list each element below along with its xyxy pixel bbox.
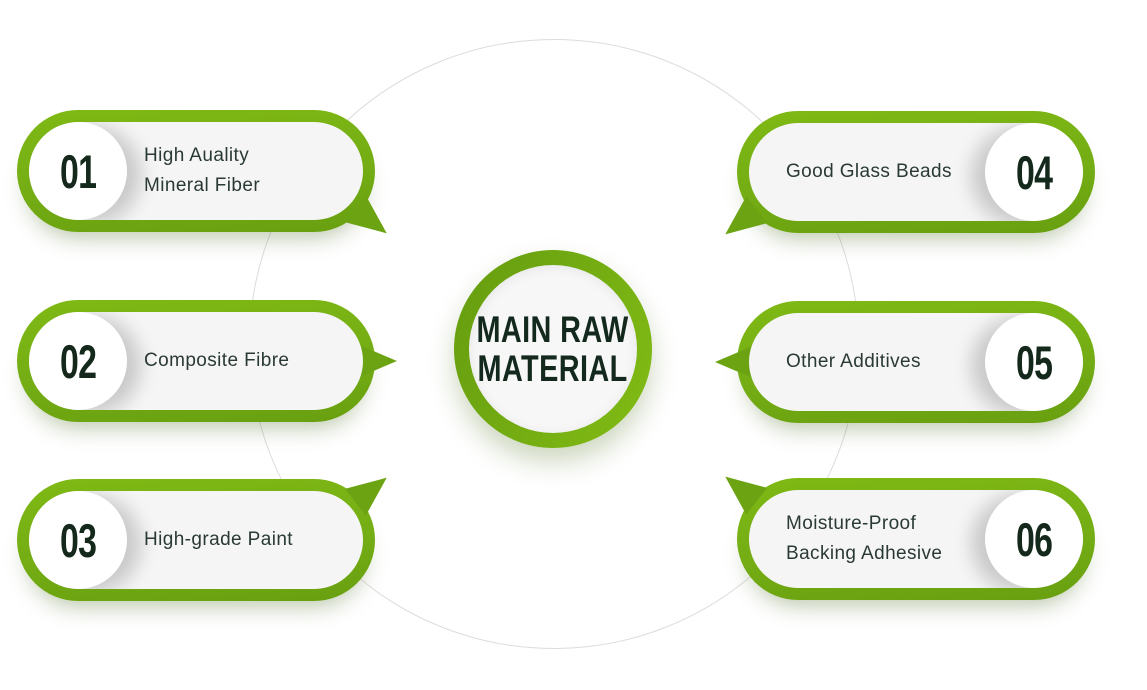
center-badge: MAIN RAW MATERIAL [454,250,652,448]
number-label: 05 [1015,335,1053,389]
material-pill-02: 02 Composite Fibre [17,300,397,422]
material-pill-05: 05 Other Additives [715,301,1095,423]
title-line-1: MAIN RAW [476,309,630,350]
label-line-1: High Auality [144,145,250,166]
label-line-1: High-grade Paint [144,529,293,550]
pill-body: 04 Good Glass Beads [749,123,1083,221]
center-badge-inner: MAIN RAW MATERIAL [469,265,637,433]
material-pill-03: 03 High-grade Paint [17,479,375,601]
number-label: 03 [59,513,97,567]
number-label: 06 [1015,512,1053,566]
material-label: Other Additives [749,347,985,377]
label-line-1: Other Additives [786,351,921,372]
material-pill-01: 01 High Auality Mineral Fiber [17,110,375,232]
material-pill-06: 06 Moisture-Proof Backing Adhesive [737,478,1095,600]
number-badge: 04 [985,123,1083,221]
number-label: 01 [59,144,97,198]
pill-body: 02 Composite Fibre [29,312,363,410]
title-line-2: MATERIAL [477,348,629,389]
material-label: Moisture-Proof Backing Adhesive [749,509,985,569]
pill-body: 06 Moisture-Proof Backing Adhesive [749,490,1083,588]
material-label: High Auality Mineral Fiber [127,141,260,201]
label-line-1: Composite Fibre [144,350,290,371]
material-label: Good Glass Beads [749,157,985,187]
pill-body: 01 High Auality Mineral Fiber [29,122,363,220]
number-label: 02 [59,334,97,388]
label-line-1: Good Glass Beads [786,161,952,182]
pill-body: 05 Other Additives [749,313,1083,411]
number-badge: 06 [985,490,1083,588]
number-badge: 02 [29,312,127,410]
pill-body: 03 High-grade Paint [29,491,363,589]
material-pill-04: 04 Good Glass Beads [737,111,1095,233]
material-label: Composite Fibre [127,346,289,376]
number-label: 04 [1015,145,1053,199]
label-line-1: Moisture-Proof [786,513,917,534]
number-badge: 05 [985,313,1083,411]
label-line-2: Backing Adhesive [786,543,943,564]
number-badge: 03 [29,491,127,589]
diagram-title: MAIN RAW MATERIAL [477,310,629,388]
number-badge: 01 [29,122,127,220]
label-line-2: Mineral Fiber [144,175,261,196]
material-label: High-grade Paint [127,525,293,555]
